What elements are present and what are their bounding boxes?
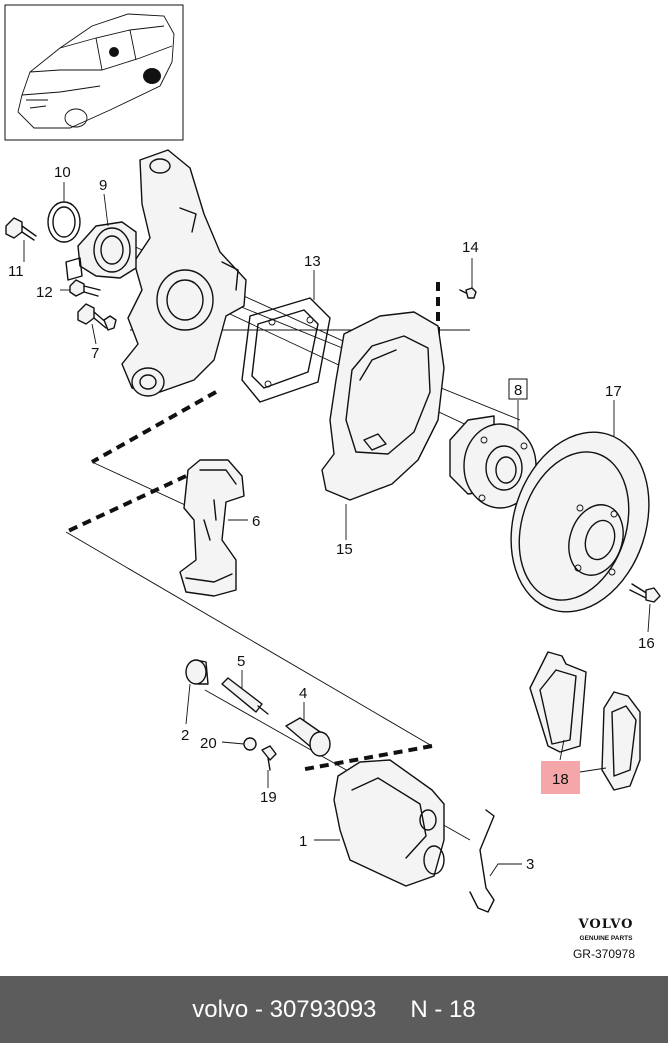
callout-5: 5	[237, 653, 245, 670]
callout-20: 20	[200, 735, 217, 752]
callout-4: 4	[299, 685, 307, 702]
callout-14: 14	[462, 239, 479, 256]
abs-sensor-holder	[65, 221, 137, 281]
retaining-spring	[469, 809, 495, 913]
gasket	[241, 297, 331, 403]
highlight-box-18	[541, 761, 580, 794]
footer-position: N - 18	[410, 995, 476, 1023]
callout-10: 10	[54, 164, 71, 181]
dust-cap	[185, 659, 209, 685]
callout-2: 2	[181, 727, 189, 744]
callout-16: 16	[638, 635, 655, 652]
diagram-ref-code: GR-370978	[573, 947, 635, 961]
bolt-16	[629, 583, 661, 603]
callout-19: 19	[260, 789, 277, 806]
callout-1: 1	[299, 833, 307, 850]
genuine-parts-text: GENUINE PARTS	[580, 935, 634, 942]
bleed-screw	[261, 745, 277, 771]
volvo-logo: VOLVO	[578, 917, 634, 932]
bolt-7	[77, 303, 117, 331]
snap-ring	[47, 201, 81, 243]
dust-shield	[321, 311, 445, 501]
vehicle-inset	[4, 4, 184, 141]
footer-bar: volvo - 30793093 N - 18	[0, 976, 668, 1043]
callout-15: 15	[336, 541, 353, 558]
callout-labels: 10 9 11 12 7 13 14 8 17 15 6 16 5 2 4 20…	[8, 164, 655, 873]
callout-18: 18	[552, 771, 569, 788]
bolt-14	[459, 287, 477, 299]
caliper-carrier	[179, 459, 245, 597]
callout-8: 8	[514, 382, 522, 399]
guide-bushing	[285, 717, 331, 757]
bolt-12	[69, 279, 101, 297]
callout-9: 9	[99, 177, 107, 194]
brand-block: VOLVO GENUINE PARTS GR-370978	[573, 917, 635, 961]
guide-pin	[221, 677, 269, 715]
steering-knuckle	[121, 149, 247, 397]
callout-17: 17	[605, 383, 622, 400]
brake-disc	[510, 431, 650, 613]
callout-8-box	[508, 378, 528, 400]
footer-part-number: volvo - 30793093	[192, 995, 377, 1023]
brake-pads	[529, 651, 641, 791]
callout-3: 3	[526, 856, 534, 873]
callout-leaders	[23, 182, 651, 877]
callout-12: 12	[36, 284, 53, 301]
callout-6: 6	[252, 513, 260, 530]
callout-7: 7	[91, 345, 99, 362]
callout-11: 11	[8, 263, 24, 280]
brake-caliper	[333, 759, 445, 887]
bolt-11	[5, 217, 37, 241]
bleed-screw-cap	[243, 737, 257, 751]
parts-diagram: 10 9 11 12 7 13 14 8 17 15 6 16 5 2 4 20…	[4, 4, 661, 961]
callout-13: 13	[304, 253, 321, 270]
